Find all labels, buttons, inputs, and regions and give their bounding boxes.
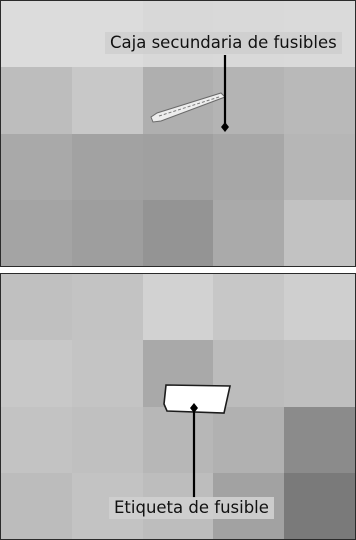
fuse-box-strip-icon: [151, 93, 225, 122]
leader-dot-fuse-box: [221, 122, 229, 132]
callout-fuse-label: Etiqueta de fusible: [109, 497, 274, 519]
callout-secondary-fuse-box: Caja secundaria de fusibles: [105, 32, 342, 54]
